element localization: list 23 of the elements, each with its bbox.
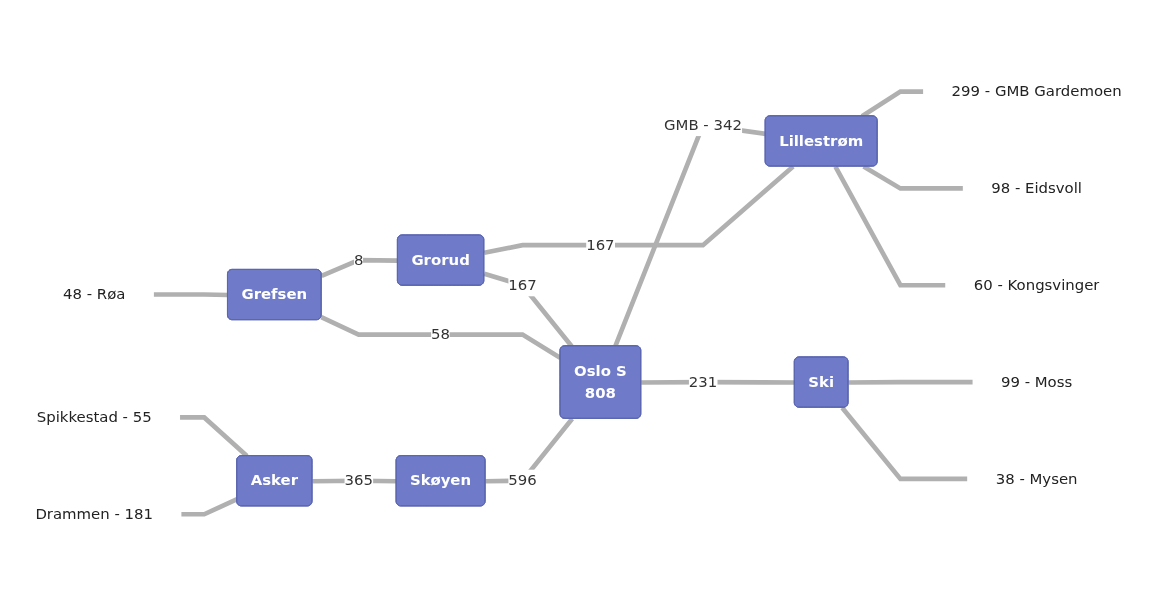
node-text: 98 - Eidsvoll: [991, 179, 1082, 197]
connector: [840, 406, 968, 482]
node-text: 299 - GMB Gardemoen: [951, 82, 1122, 101]
node-text: Spikkestad - 55: [36, 408, 152, 426]
edge-label: 167: [586, 235, 615, 254]
node-text: 99 - Moss: [1000, 372, 1073, 391]
connector: [320, 257, 398, 279]
edge-label: 596: [508, 471, 537, 490]
connector: [848, 379, 974, 385]
connector: [180, 497, 239, 517]
node-text: 48 - Røa: [63, 285, 126, 303]
edge-label: GMB - 342: [664, 115, 742, 134]
edge-label: 58: [431, 325, 451, 344]
connector: [153, 292, 228, 298]
edge-label: 8: [353, 250, 364, 269]
node-text: Drammen - 181: [35, 505, 153, 523]
connector: [833, 165, 946, 288]
node-text: 38 - Mysen: [995, 469, 1078, 488]
edge-label: 167: [508, 276, 537, 294]
edge-label: 231: [688, 372, 718, 391]
node-text: 60 - Kongsvinger: [973, 276, 1100, 294]
connector: [320, 315, 562, 360]
edge-label: 365: [344, 471, 373, 490]
